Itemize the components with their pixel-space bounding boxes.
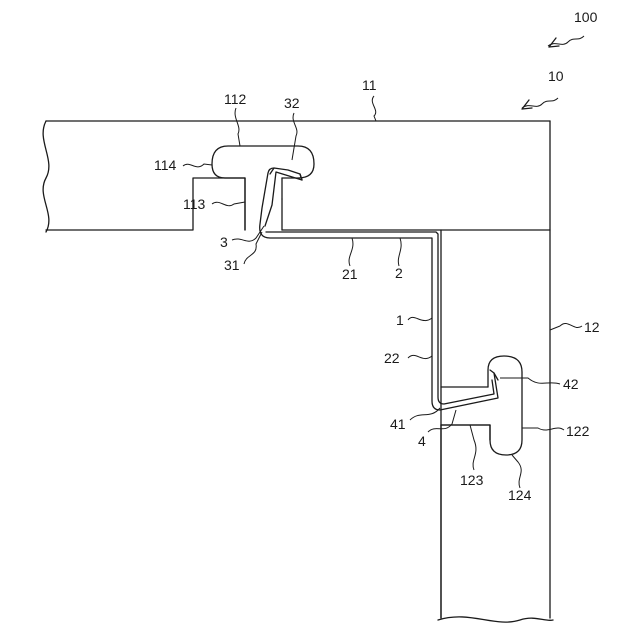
label-21: 21: [342, 266, 358, 282]
label-100: 100: [574, 9, 598, 25]
label-42: 42: [563, 376, 579, 392]
label-122: 122: [566, 423, 590, 439]
label-12: 12: [584, 319, 600, 335]
label-4: 4: [418, 433, 426, 449]
frame-member-11: [46, 121, 550, 230]
label-113: 113: [183, 196, 206, 212]
label-31: 31: [224, 257, 240, 273]
groove-122: [488, 356, 522, 455]
label-124: 124: [508, 487, 532, 503]
label-22: 22: [384, 350, 400, 366]
label-2: 2: [395, 265, 403, 281]
label-41: 41: [390, 416, 406, 432]
label-11: 11: [362, 77, 377, 93]
break-lines: [43, 121, 553, 622]
label-112: 112: [224, 91, 247, 107]
groove-112: [212, 146, 314, 230]
label-114: 114: [154, 157, 177, 173]
label-123: 123: [460, 472, 484, 488]
label-32: 32: [284, 95, 300, 111]
label-10: 10: [548, 68, 564, 84]
label-1: 1: [396, 312, 404, 328]
label-3: 3: [220, 234, 228, 250]
connector-bracket: [260, 168, 498, 410]
reference-labels: 100 10 11 112 32 114 113 3 31 21 2 1 12 …: [154, 9, 600, 503]
frame-member-12: [441, 121, 550, 618]
